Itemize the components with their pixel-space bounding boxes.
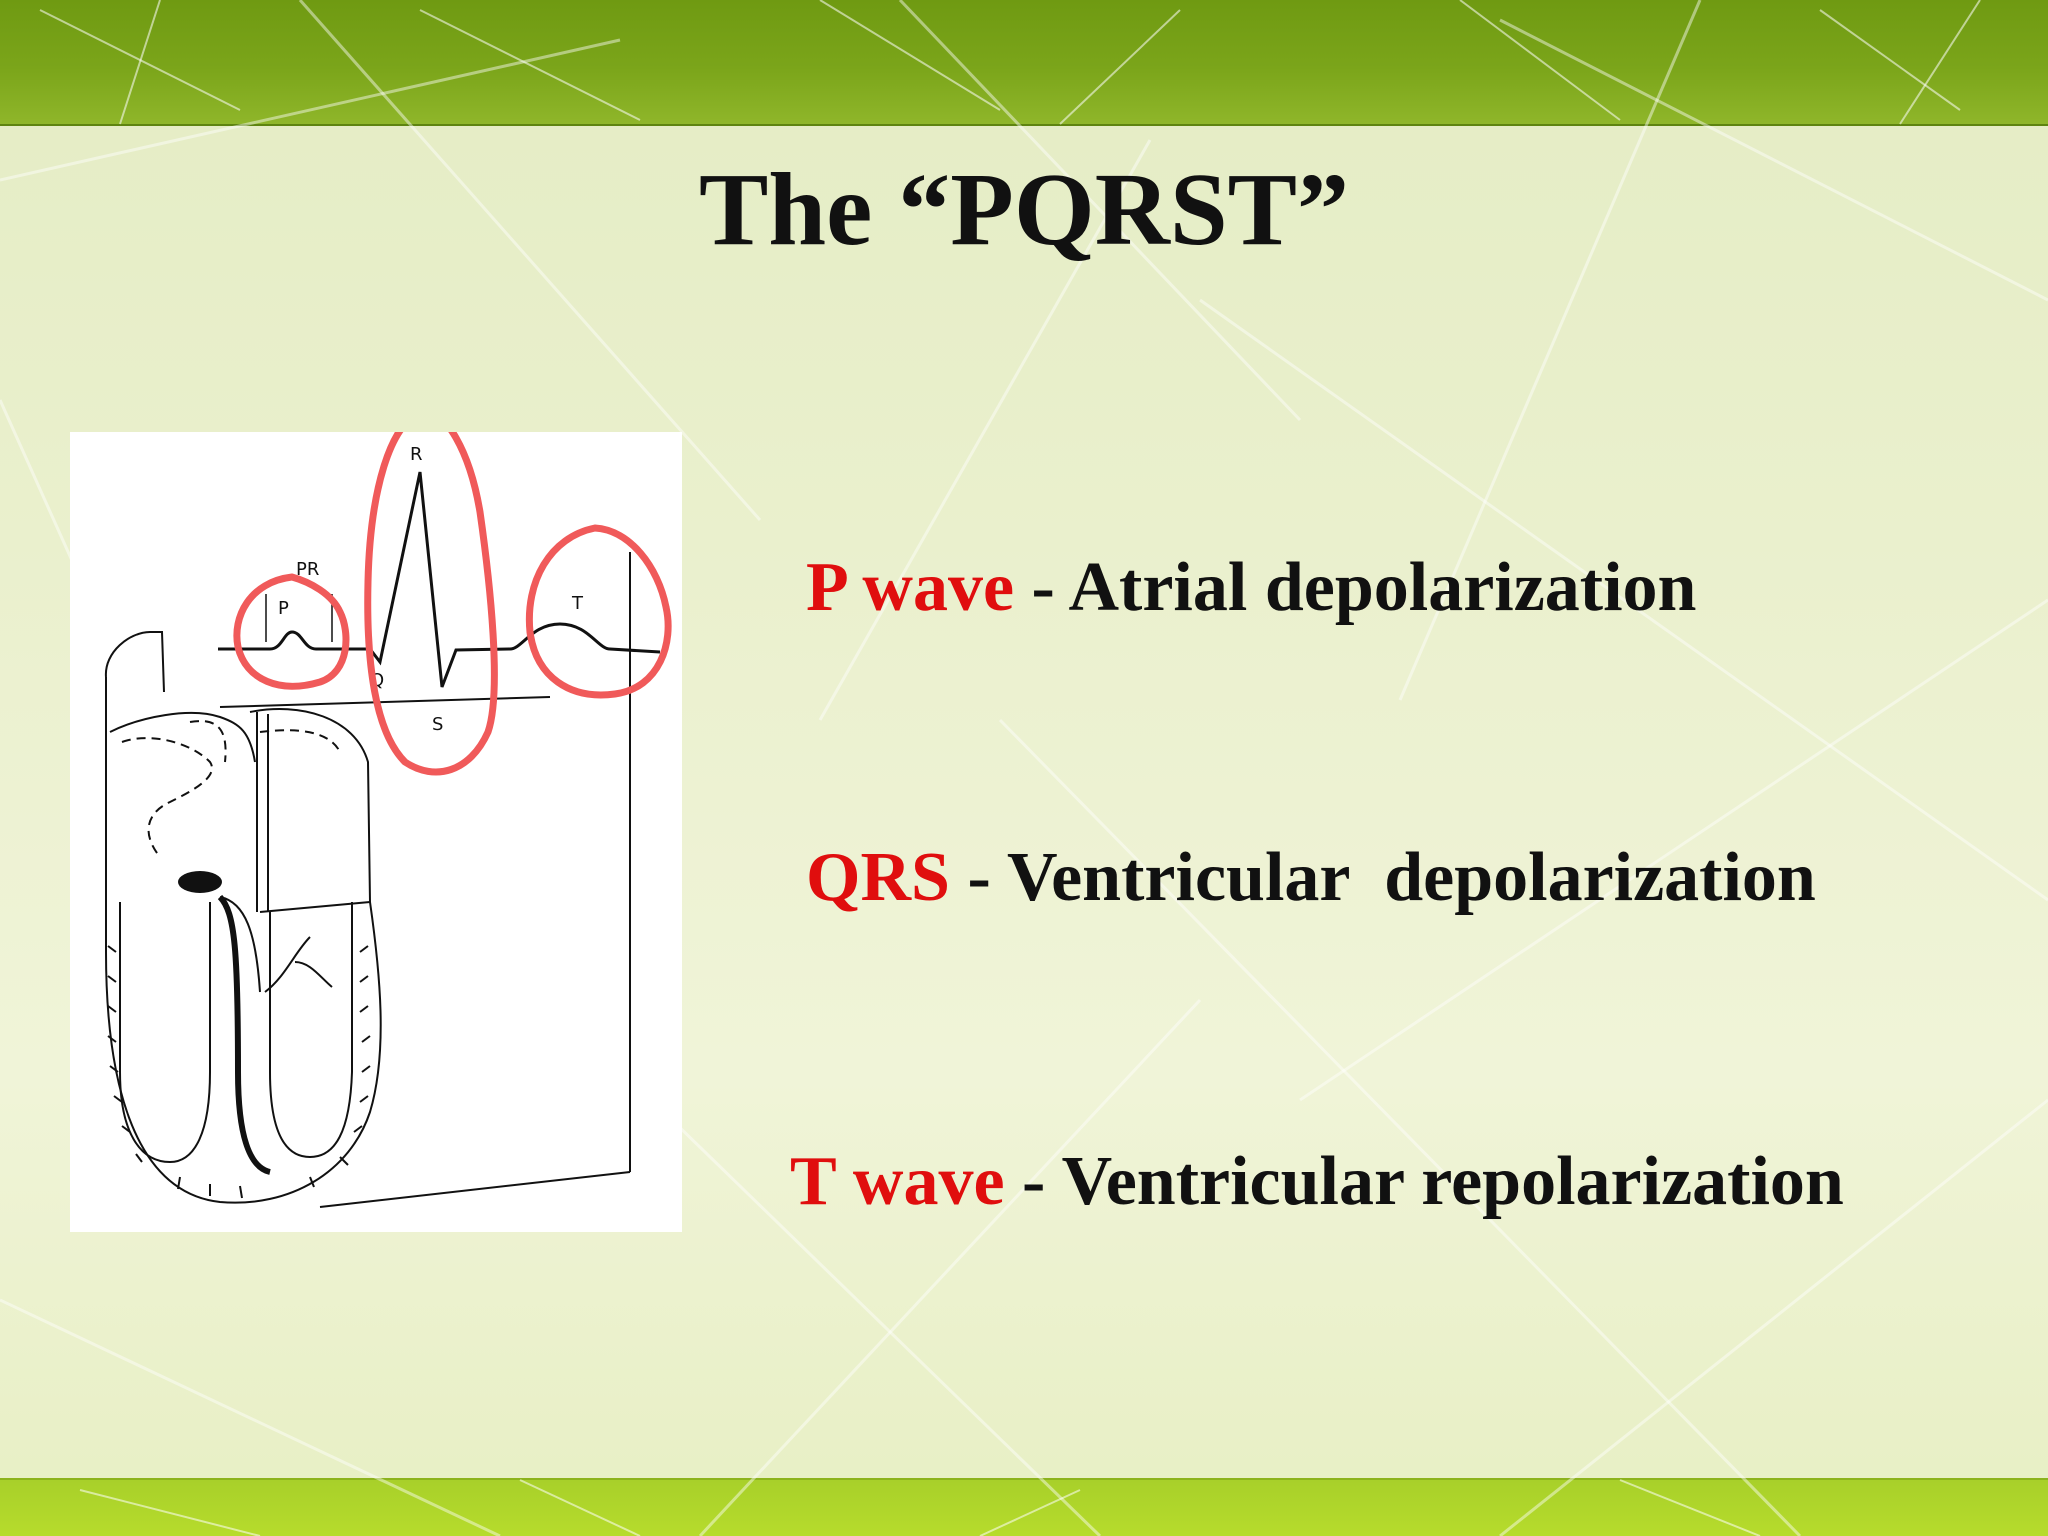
heart-ecg-illustration: PR P R Q S T xyxy=(104,432,672,1208)
separator: - xyxy=(1014,549,1069,626)
meaning-qrs: Ventricular depolarization xyxy=(1006,839,1816,916)
term-qrs: QRS xyxy=(806,839,950,916)
t-wave-highlight xyxy=(525,524,672,699)
label-t: T xyxy=(571,593,584,614)
bottom-decorative-band xyxy=(0,1478,2048,1536)
qrs-highlight xyxy=(364,432,498,776)
heart-ecg-diagram: PR P R Q S T xyxy=(70,432,682,1232)
term-p-wave: P wave xyxy=(806,549,1015,626)
slide-title: The “PQRST” xyxy=(698,152,1350,267)
top-decorative-band xyxy=(0,0,2048,126)
label-pr: PR xyxy=(296,559,319,580)
meaning-t-wave: Ventricular repolarization xyxy=(1061,1143,1844,1220)
definition-p-wave: P wave - Atrial depolarization xyxy=(806,548,1696,628)
highlight-circles xyxy=(233,432,672,776)
heart-outline xyxy=(104,631,382,1204)
p-wave-highlight xyxy=(233,573,350,690)
meaning-p-wave: Atrial depolarization xyxy=(1068,549,1697,626)
term-t-wave: T wave xyxy=(790,1143,1005,1220)
label-s: S xyxy=(432,714,443,735)
label-p: P xyxy=(278,598,289,619)
definition-t-wave: T wave - Ventricular repolarization xyxy=(790,1142,1844,1222)
ecg-trace xyxy=(218,471,661,688)
label-r: R xyxy=(410,444,423,465)
separator: - xyxy=(1004,1143,1062,1220)
av-node xyxy=(178,871,222,893)
definition-qrs: QRS - Ventricular depolarization xyxy=(806,838,1816,918)
separator: - xyxy=(949,839,1007,916)
